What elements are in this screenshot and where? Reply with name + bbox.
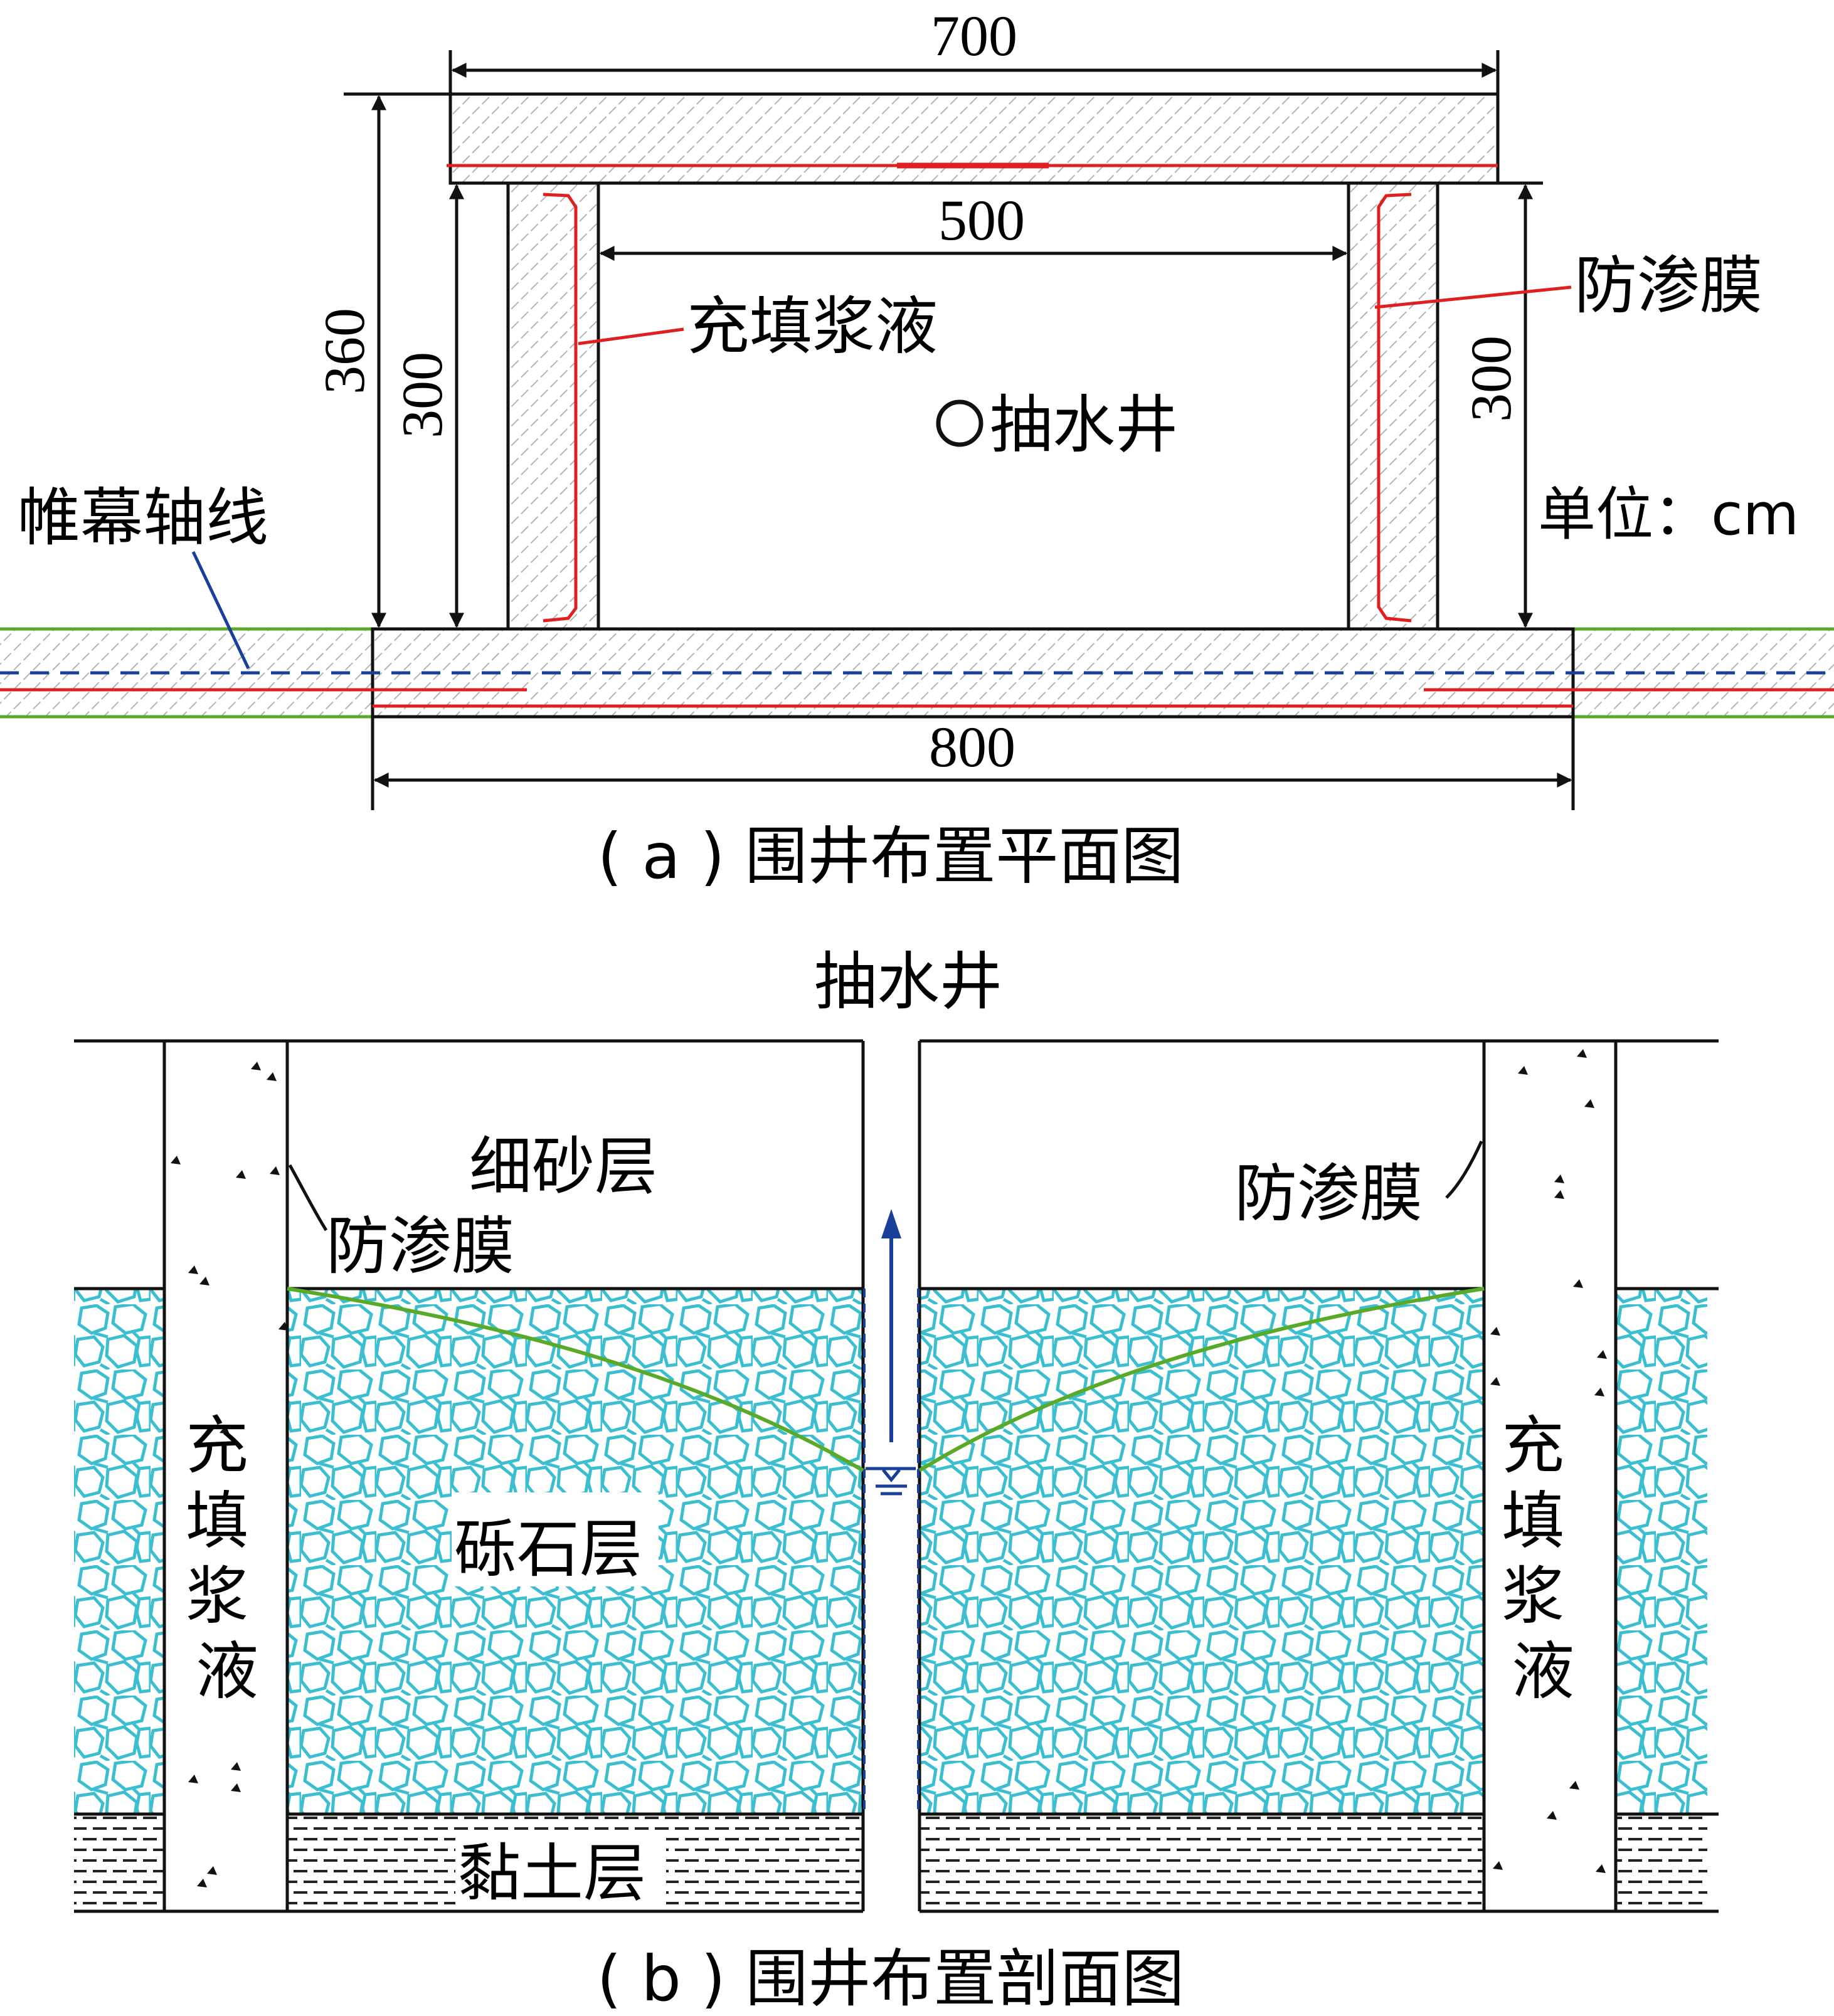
dim-360-label: 360 bbox=[312, 308, 376, 394]
section-view: 抽水井 细砂层 砾石层 黏土层 防渗膜 防渗膜 充 填 浆 液 充 填 浆 液 … bbox=[74, 945, 1719, 2015]
plan-grout-label: 充填浆液 bbox=[687, 290, 938, 363]
dim-300-left-label: 300 bbox=[390, 352, 454, 438]
gravel-right-outer bbox=[1616, 1289, 1707, 1814]
grout-column-left bbox=[162, 1039, 289, 1913]
left-wall bbox=[506, 181, 600, 631]
well-pipe bbox=[863, 1041, 920, 1911]
section-membrane-right-label: 防渗膜 bbox=[1234, 1157, 1423, 1230]
right-wall bbox=[1347, 181, 1439, 631]
section-membrane-left-label: 防渗膜 bbox=[326, 1210, 514, 1283]
dim-800 bbox=[371, 717, 1575, 810]
grout-column-right bbox=[1482, 1039, 1618, 1913]
membrane-leader bbox=[1374, 285, 1572, 309]
plan-caption: ( a ) 围井布置平面图 bbox=[598, 820, 1184, 893]
section-well-label: 抽水井 bbox=[814, 945, 1002, 1018]
pump-flow-arrowhead bbox=[881, 1209, 901, 1238]
drawdown-curve-left bbox=[287, 1287, 864, 1472]
fine-sand-label: 细砂层 bbox=[469, 1130, 657, 1203]
section-caption: ( b ) 围井布置剖面图 bbox=[597, 1942, 1185, 2015]
axis-leader bbox=[191, 551, 250, 670]
grout-speckles bbox=[171, 1049, 1607, 1887]
clay-left-outer bbox=[74, 1816, 164, 1911]
dim-700 bbox=[448, 50, 1500, 94]
dim-500-label: 500 bbox=[938, 188, 1025, 252]
plan-membrane-label: 防渗膜 bbox=[1574, 249, 1762, 322]
gravel-left-outer bbox=[74, 1289, 164, 1814]
grout-leader bbox=[578, 327, 684, 346]
dim-360 bbox=[344, 92, 450, 628]
drawdown-curve-right bbox=[918, 1287, 1485, 1472]
clay-label: 黏土层 bbox=[458, 1837, 646, 1910]
clay-right-outer bbox=[1616, 1816, 1707, 1911]
section-grout-right-label: 充 填 浆 液 bbox=[1502, 1409, 1584, 1708]
water-level-icon bbox=[866, 1467, 916, 1496]
well-icon bbox=[936, 399, 983, 447]
clay-main-right bbox=[920, 1816, 1484, 1911]
top-slab bbox=[448, 92, 1500, 185]
membrane-leader-left bbox=[288, 1164, 328, 1232]
plan-well-label: 抽水井 bbox=[990, 388, 1178, 462]
plan-unit-label: 单位：cm bbox=[1538, 481, 1799, 548]
membrane-leader-right bbox=[1445, 1140, 1483, 1199]
gravel-label: 砾石层 bbox=[454, 1512, 642, 1586]
plan-view: 700 500 800 360 300 300 bbox=[0, 4, 1834, 893]
dim-300-right-label: 300 bbox=[1459, 335, 1523, 422]
dim-300-right bbox=[1438, 181, 1543, 628]
dim-700-label: 700 bbox=[931, 4, 1017, 68]
plan-axis-label: 帷幕轴线 bbox=[18, 481, 268, 554]
gravel-main-right bbox=[920, 1289, 1484, 1814]
anti-seepage-membrane bbox=[0, 162, 1834, 708]
section-grout-left-label: 充 填 浆 液 bbox=[186, 1409, 268, 1708]
dim-800-label: 800 bbox=[929, 715, 1015, 779]
